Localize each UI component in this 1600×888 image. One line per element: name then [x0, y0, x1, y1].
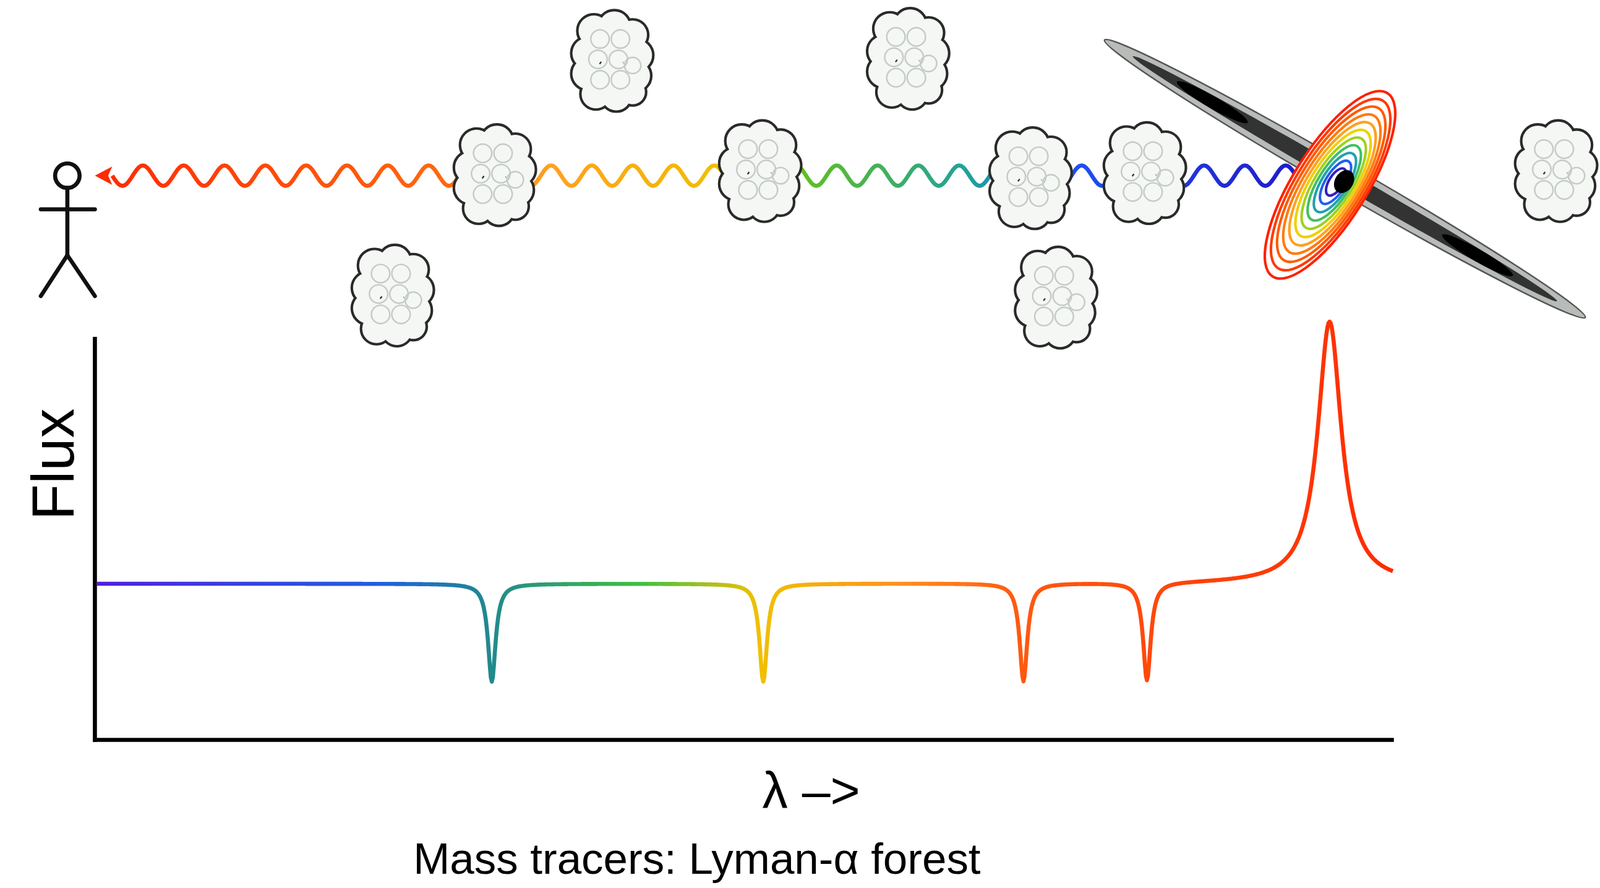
disc-ring	[1281, 119, 1385, 248]
disc-ring	[1265, 101, 1398, 268]
quasar-disc	[1241, 73, 1419, 297]
disc-ring	[1306, 147, 1365, 219]
disc-ring	[1249, 82, 1412, 287]
axis-label: Flux	[23, 408, 83, 521]
disc-ring	[1290, 128, 1378, 238]
caption: Mass tracers: Lyman-α forest	[413, 837, 981, 882]
spectrum-curve	[97, 321, 1393, 682]
wave-arrowhead	[94, 166, 112, 185]
disc-ring	[1241, 73, 1419, 297]
disc-ring	[1274, 110, 1392, 257]
black-hole	[1329, 166, 1359, 197]
disc-ring	[1257, 92, 1405, 278]
plot-axes	[92, 337, 1395, 743]
disc-ring	[1297, 137, 1371, 229]
gas-clouds	[353, 9, 1597, 347]
observer-figure	[40, 163, 95, 296]
axis-label: λ –>	[762, 765, 861, 817]
